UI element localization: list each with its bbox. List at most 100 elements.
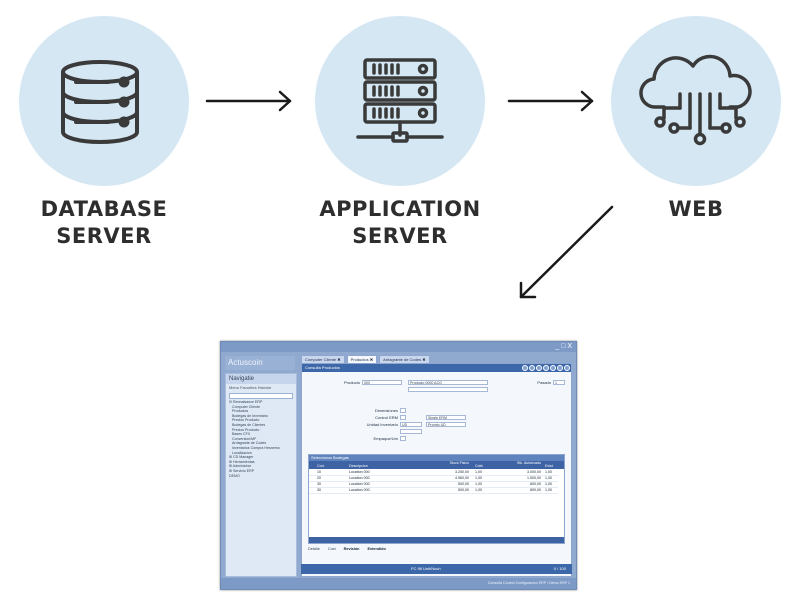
app-brand: Actuscoin — [225, 356, 295, 370]
arrow-app-to-web — [507, 90, 594, 112]
nav-item[interactable]: Productos — [232, 409, 249, 414]
table-cell: 800,00 — [530, 488, 541, 492]
dimensiones-label: Dimensiones — [374, 408, 398, 413]
table-cell: 1,00 — [475, 470, 482, 474]
col-header[interactable]: Cobl. — [475, 464, 484, 468]
table-cell: 3.250,00 — [455, 470, 469, 474]
producto-name-field[interactable]: Producto 0000 ACG — [408, 380, 488, 385]
nav-item[interactable]: ⊞ Servicio ERP — [229, 468, 255, 473]
nav-item[interactable]: ⊞ CD Manager — [229, 455, 254, 460]
pasado-label: Pasado — [537, 380, 551, 385]
nav-item[interactable]: Conversion/MF — [232, 436, 257, 441]
producto-extra-field[interactable] — [408, 387, 488, 392]
tab-arriagrante[interactable]: Arriagrante de Codes ✖ — [379, 355, 430, 363]
arrow-db-to-app — [205, 90, 292, 112]
nav-item[interactable]: Bodegas de Clientes — [232, 422, 266, 427]
main-panel: Consulta Productos Producto 000 Producto… — [301, 363, 572, 577]
application-server-label: APPLICATION SERVER — [290, 196, 510, 250]
table-cell: 30 — [317, 482, 321, 486]
app-screenshot: _ □ X Actuscoin Navigatie Menu Favorites… — [220, 341, 577, 590]
nav-item[interactable]: Bases CFX — [232, 432, 251, 437]
nav-item[interactable]: ⊞ Administrar — [229, 464, 251, 469]
toolbar-button[interactable] — [564, 365, 570, 371]
table-cell: 1,00 — [475, 476, 482, 480]
nav-search-input[interactable] — [229, 393, 293, 399]
nav-item[interactable]: Localizacion — [232, 450, 252, 455]
col-header[interactable]: Cod. — [317, 464, 325, 468]
empaque-field[interactable] — [400, 436, 406, 441]
application-server-node — [315, 16, 485, 186]
table-cell: 1,00 — [475, 482, 482, 486]
window-controls[interactable]: _ □ X — [555, 343, 572, 350]
nav-item[interactable]: Inventarios Compra Hesnemo — [232, 445, 280, 450]
subtab-detalle[interactable]: Detalle — [308, 547, 320, 551]
detail-tabs: Detalle Cost Revisión Extendido — [308, 546, 386, 553]
table-cell: 1,00 — [545, 470, 552, 474]
label-line: APPLICATION — [319, 197, 481, 221]
nav-item[interactable]: Arriagrante de Codes — [232, 441, 267, 446]
toolbar-button[interactable] — [536, 365, 542, 371]
table-cell: 30 — [317, 488, 321, 492]
nav-item[interactable]: Precios Producto — [232, 418, 260, 423]
table-cell: 1,00 — [545, 476, 552, 480]
grid-header — [309, 461, 564, 469]
database-server-node — [19, 16, 189, 186]
empaque-label: Empaque/Um — [373, 436, 398, 441]
producto-code-field[interactable]: 000 — [362, 380, 402, 385]
table-cell: Location 000 — [349, 488, 370, 492]
subtab-cost[interactable]: Cost — [327, 547, 336, 551]
nav-item[interactable]: DEMO — [229, 473, 240, 478]
label-line: SERVER — [352, 224, 448, 248]
subtab-revision[interactable]: Revisión — [343, 547, 360, 551]
dimensiones-field[interactable] — [400, 408, 406, 413]
col-header[interactable]: Stock Fisico — [449, 461, 469, 465]
toolbar-button[interactable] — [529, 365, 535, 371]
table-cell: 1,00 — [475, 488, 482, 492]
nav-item[interactable]: ⊟ Rennaisance ERP — [229, 400, 263, 404]
unidad-field[interactable]: Promto UD — [426, 422, 466, 427]
status-center: FC 98 Unit/Noch — [411, 566, 441, 571]
control-field[interactable]: Single ERM — [426, 415, 466, 420]
nav-item[interactable]: Precios Producto — [232, 427, 260, 432]
nav-item[interactable]: ⊞ Herramientas — [229, 459, 255, 464]
grid-footer — [309, 537, 564, 543]
col-header[interactable]: Descripcion — [349, 464, 368, 468]
nav-tabs[interactable]: Menu Favorites Historie — [229, 385, 272, 390]
toolbar-button[interactable] — [543, 365, 549, 371]
tab-productos[interactable]: Productos ✖ — [346, 355, 378, 363]
nav-item[interactable]: Bodegas de Inventario — [232, 413, 268, 418]
grid-title: Seleccionar Bodegas — [309, 455, 564, 461]
table-cell: 10 — [317, 470, 321, 474]
col-header[interactable]: Exist. — [545, 464, 554, 468]
table-cell: 1.500,00 — [527, 476, 541, 480]
table-cell: 1,00 — [545, 482, 552, 486]
tab-computer-cliente[interactable]: Computer Cliente ✖ — [301, 355, 345, 363]
table-cell: Location 000 — [349, 482, 370, 486]
table-cell: Location 000 — [349, 470, 370, 474]
table-cell: 4.960,00 — [455, 476, 469, 480]
pasado-field[interactable]: 1 — [553, 380, 565, 385]
control-check[interactable] — [400, 415, 406, 420]
label-line: DATABASE — [40, 197, 168, 221]
nav-title: Navigatie — [226, 374, 296, 384]
unidad-code-field[interactable]: UD — [400, 422, 422, 427]
control-label: Control ERM — [375, 415, 398, 420]
label-line: SERVER — [56, 224, 152, 248]
table-cell: 3.000,00 — [527, 470, 541, 474]
toolbar-button[interactable] — [550, 365, 556, 371]
nav-item[interactable]: Computer Cliente — [232, 404, 260, 409]
unidad-extra-field[interactable] — [400, 429, 422, 434]
table-row[interactable]: 10 Location 000 3.250,00 1,00 3.000,00 1,00 — [309, 470, 558, 476]
toolbar-button[interactable] — [522, 365, 528, 371]
window-footer: Consulta Control Configuracion ERP / Dem… — [221, 578, 576, 589]
bodegas-grid: Seleccionar Bodegas Cod. Descripcion Sto… — [308, 454, 565, 544]
toolbar-button[interactable] — [557, 365, 563, 371]
document-tabs: Computer Cliente ✖ Productos ✖ Arriagran… — [301, 355, 430, 363]
subtab-extendido[interactable]: Extendido — [367, 547, 386, 551]
table-cell: 20 — [317, 476, 321, 480]
unidad-label: Unidad Inventario — [366, 422, 398, 427]
col-header[interactable]: Stk. Autorizado — [516, 461, 541, 465]
